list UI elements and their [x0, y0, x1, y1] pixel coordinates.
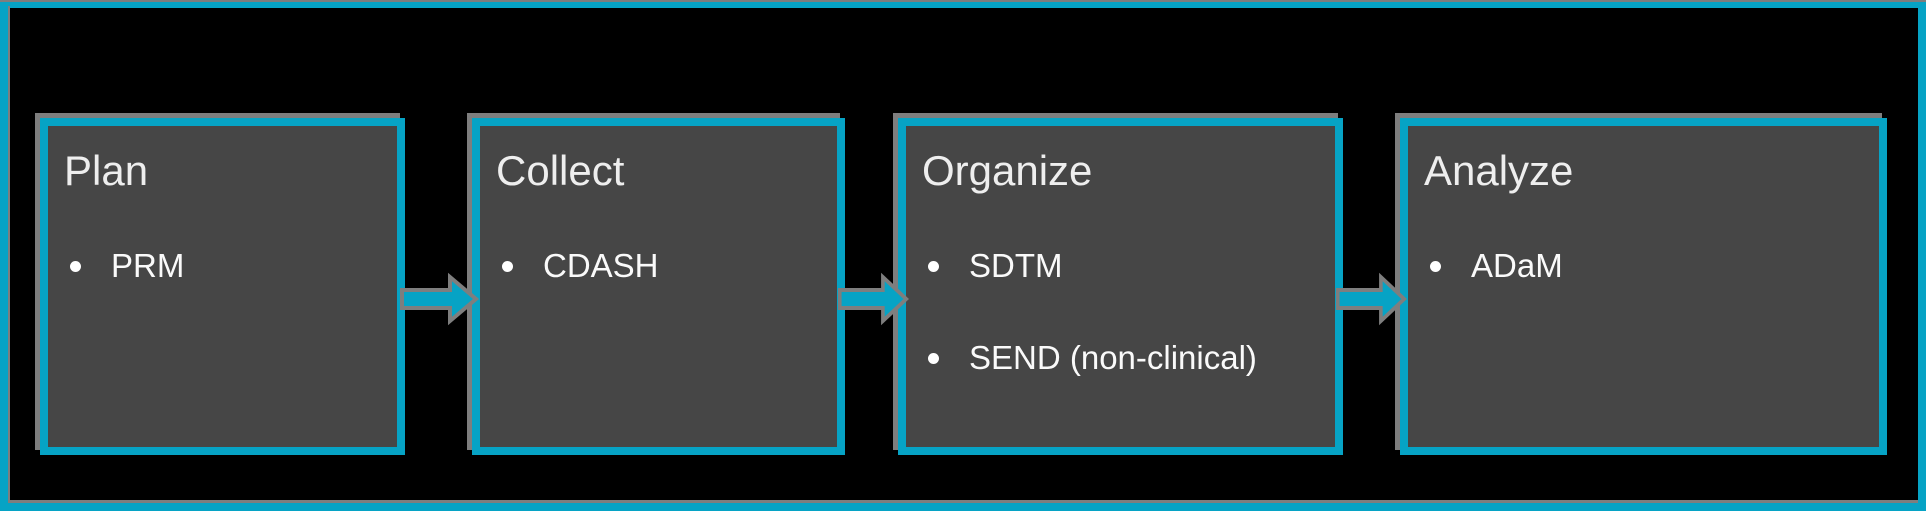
stage-title-plan: Plan: [64, 147, 149, 194]
flow-arrow-icon: [400, 272, 480, 326]
frame-shadow-bottom: [8, 500, 1918, 503]
bullet-label: ADaM: [1471, 247, 1563, 284]
stage-box-organize: Organize SDTM SEND (non-clinical): [898, 118, 1343, 455]
stage-box-plan: Plan PRM: [40, 118, 405, 455]
list-item: ADaM: [1430, 246, 1871, 286]
stage-bullet-list: SDTM SEND (non-clinical): [928, 246, 1327, 378]
frame-shadow-top: [0, 0, 1926, 2]
stage-bullet-list: ADaM: [1430, 246, 1871, 286]
stage-bullet-list: CDASH: [502, 246, 829, 286]
bullet-icon: [1430, 260, 1441, 272]
stage-bullet-list: PRM: [70, 246, 389, 286]
frame-shadow-left: [8, 6, 10, 503]
list-item: CDASH: [502, 246, 829, 286]
bullet-label: PRM: [111, 247, 185, 284]
bullet-icon: [502, 260, 513, 272]
stage-title-collect: Collect: [496, 147, 625, 194]
flow-arrow-icon: [838, 272, 909, 326]
bullet-label: SEND (non-clinical): [969, 339, 1257, 376]
list-item: SDTM: [928, 246, 1327, 286]
stage-title-analyze: Analyze: [1424, 147, 1574, 194]
bullet-icon: [70, 260, 81, 272]
bullet-label: CDASH: [543, 247, 659, 284]
list-item: PRM: [70, 246, 389, 286]
stage-box-collect: Collect CDASH: [472, 118, 845, 455]
stage-box-analyze: Analyze ADaM: [1400, 118, 1887, 455]
flow-arrow-icon: [1336, 272, 1407, 326]
bullet-icon: [928, 260, 939, 272]
bullet-label: SDTM: [969, 247, 1063, 284]
list-item: SEND (non-clinical): [928, 338, 1327, 378]
bullet-icon: [928, 352, 939, 364]
stage-title-organize: Organize: [922, 147, 1093, 194]
